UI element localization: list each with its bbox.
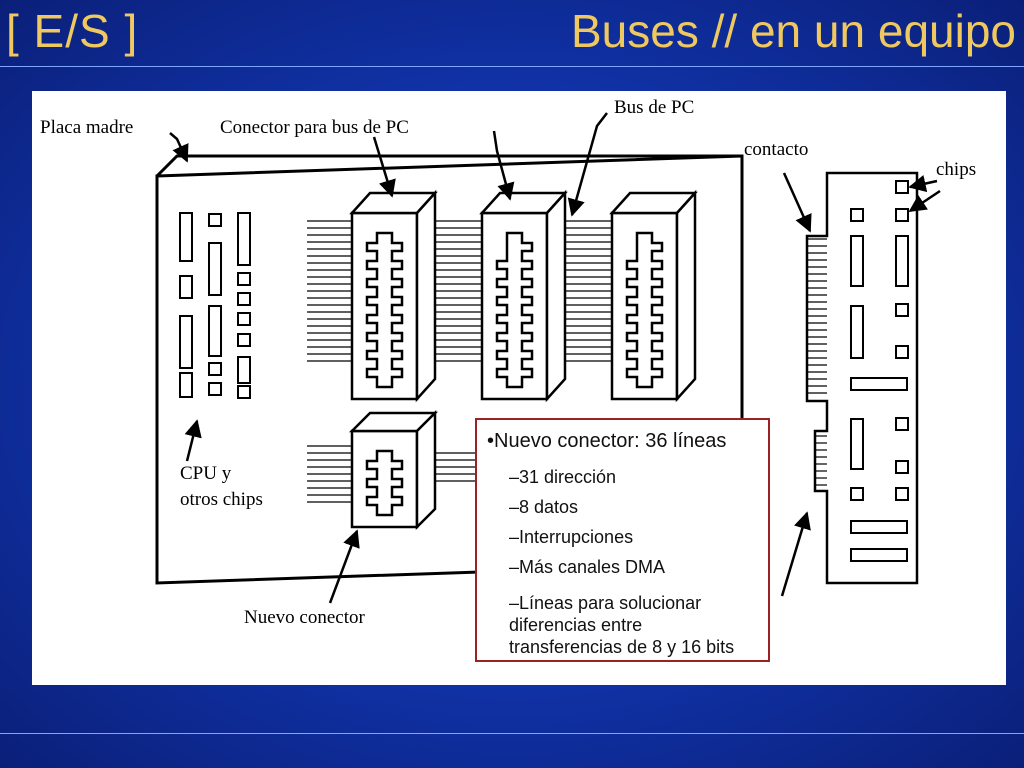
label-cpu-line1: CPU y [180, 463, 232, 484]
arrow-conector-bus-1 [372, 136, 396, 198]
arrow-nuevo-conector [328, 529, 360, 604]
section-title: [ E/S ] [6, 5, 139, 57]
arrow-contacto [782, 172, 812, 233]
slide-title: Buses // en un equipo [571, 5, 1016, 57]
info-item-multiline: –Líneas para solucionar diferencias entr… [509, 593, 735, 657]
info-item: –31 dirección [509, 467, 617, 487]
footer-divider [0, 733, 1024, 734]
info-item: –8 datos [509, 497, 579, 517]
arrow-cpu [184, 419, 202, 462]
bus-connector-2 [479, 189, 568, 403]
card-contacts [807, 238, 827, 486]
title-divider [0, 66, 1024, 67]
arrow-chips-2 [908, 189, 941, 213]
label-bus-pc: Bus de PC [614, 97, 694, 118]
bus-connector-3 [609, 189, 698, 403]
label-conector-bus: Conector para bus de PC [220, 117, 409, 138]
arrow-placa-madre [169, 132, 189, 163]
card-chips [850, 180, 909, 562]
pointer-arrows [169, 112, 941, 604]
bus-connector-1 [349, 189, 438, 403]
arrow-chips-1 [908, 175, 938, 193]
arrow-conector-bus-2 [492, 130, 515, 201]
label-placa-madre: Placa madre [40, 117, 133, 138]
new-connector [348, 409, 439, 531]
arrow-bus-pc [567, 112, 608, 217]
label-chips: chips [936, 159, 976, 180]
info-item: –Interrupciones [509, 527, 634, 547]
info-box: •Nuevo conector: 36 líneas –31 dirección… [475, 418, 770, 662]
label-contacto: contacto [744, 139, 808, 160]
arrow-card-bottom [780, 511, 811, 597]
label-nuevo-conector: Nuevo conector [244, 607, 365, 628]
info-item: –Más canales DMA [509, 557, 666, 577]
cpu-chips [179, 212, 251, 399]
label-cpu-line2: otros chips [180, 489, 263, 510]
info-head: •Nuevo conector: 36 líneas [487, 430, 727, 452]
